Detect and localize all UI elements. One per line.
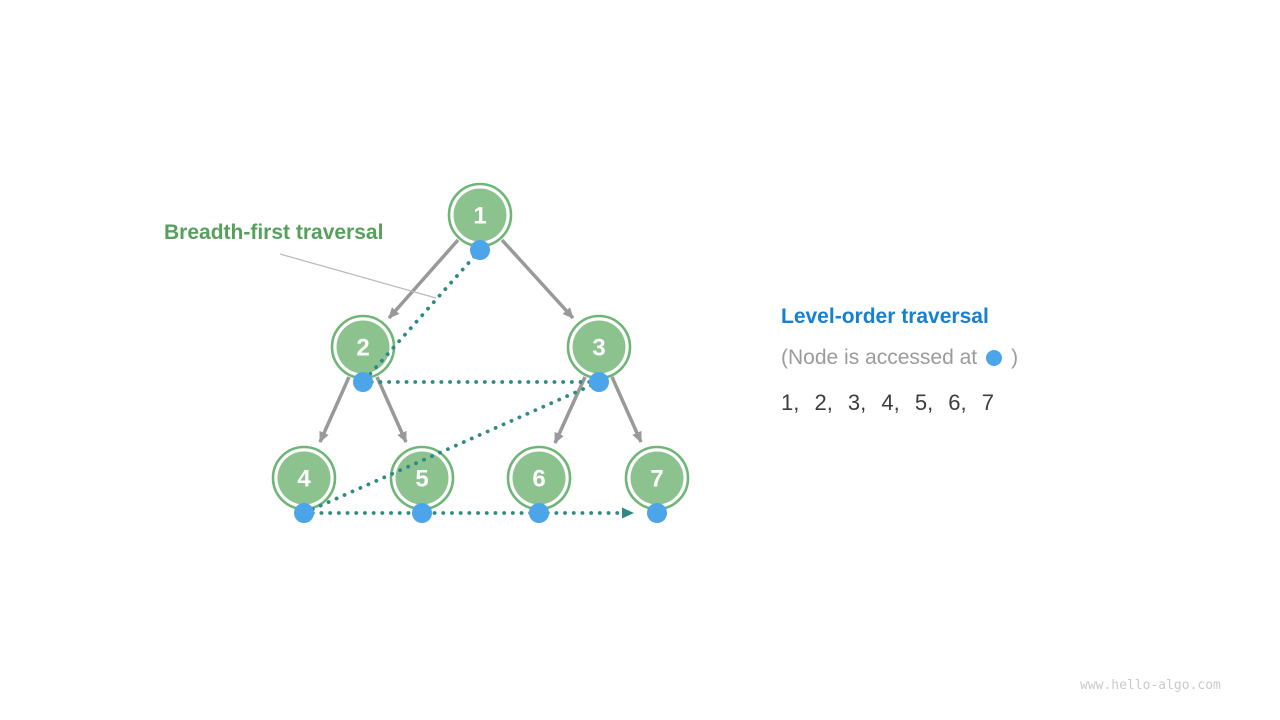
tree-node-2-label: 2 xyxy=(356,335,369,362)
traversal-path xyxy=(302,248,634,519)
tree-node-4: 4 xyxy=(271,445,337,511)
access-dot-node-3 xyxy=(589,372,609,392)
tree-node-6-label: 6 xyxy=(532,466,545,493)
tree-node-3: 3 xyxy=(566,314,632,380)
tree-edge-3-6 xyxy=(553,376,587,444)
tree-node-5-label: 5 xyxy=(415,466,428,493)
access-dot-icon xyxy=(986,350,1003,366)
traversal-path-seg-3-4 xyxy=(302,380,601,515)
access-dots xyxy=(294,240,667,523)
tree-node-1: 1 xyxy=(447,182,513,248)
tree-edge-2-5 xyxy=(375,376,408,443)
tree-edges xyxy=(318,238,643,444)
access-dot-node-6 xyxy=(529,503,549,523)
tree-nodes: 1 2 3 4 5 xyxy=(271,182,690,511)
tree-edge-2-4 xyxy=(318,376,351,443)
access-dot-node-4 xyxy=(294,503,314,523)
tree-edge-1-3 xyxy=(500,238,575,320)
tree-edge-1-2 xyxy=(387,238,460,320)
tree-node-6: 6 xyxy=(506,445,572,511)
legend-note-prefix: (Node is accessed at xyxy=(781,346,978,369)
tree-edge-3-7 xyxy=(610,376,643,443)
legend-note: (Node is accessed at) xyxy=(781,346,1018,370)
watermark: www.hello-algo.com xyxy=(1080,678,1221,693)
access-dot-node-7 xyxy=(647,503,667,523)
legend-note-suffix: ) xyxy=(1011,346,1019,369)
breadth-first-label: Breadth-first traversal xyxy=(164,221,384,244)
traversal-sequence: 1, 2, 3, 4, 5, 6, 7 xyxy=(781,390,994,415)
tree-node-4-label: 4 xyxy=(297,466,311,493)
access-dot-node-2 xyxy=(353,372,373,392)
tree-node-7-label: 7 xyxy=(650,466,663,493)
tree-node-5: 5 xyxy=(389,445,455,511)
access-dot-node-1 xyxy=(470,240,490,260)
tree-node-7: 7 xyxy=(624,445,690,511)
legend-title: Level-order traversal xyxy=(781,305,989,328)
legend-panel: Level-order traversal (Node is accessed … xyxy=(781,305,1111,425)
tree-node-3-label: 3 xyxy=(592,335,605,362)
traversal-path-seg-1-2 xyxy=(361,248,482,384)
label-pointer-line xyxy=(279,253,437,299)
tree-node-2: 2 xyxy=(330,314,396,380)
access-dot-node-5 xyxy=(412,503,432,523)
tree-node-1-label: 1 xyxy=(473,203,486,230)
